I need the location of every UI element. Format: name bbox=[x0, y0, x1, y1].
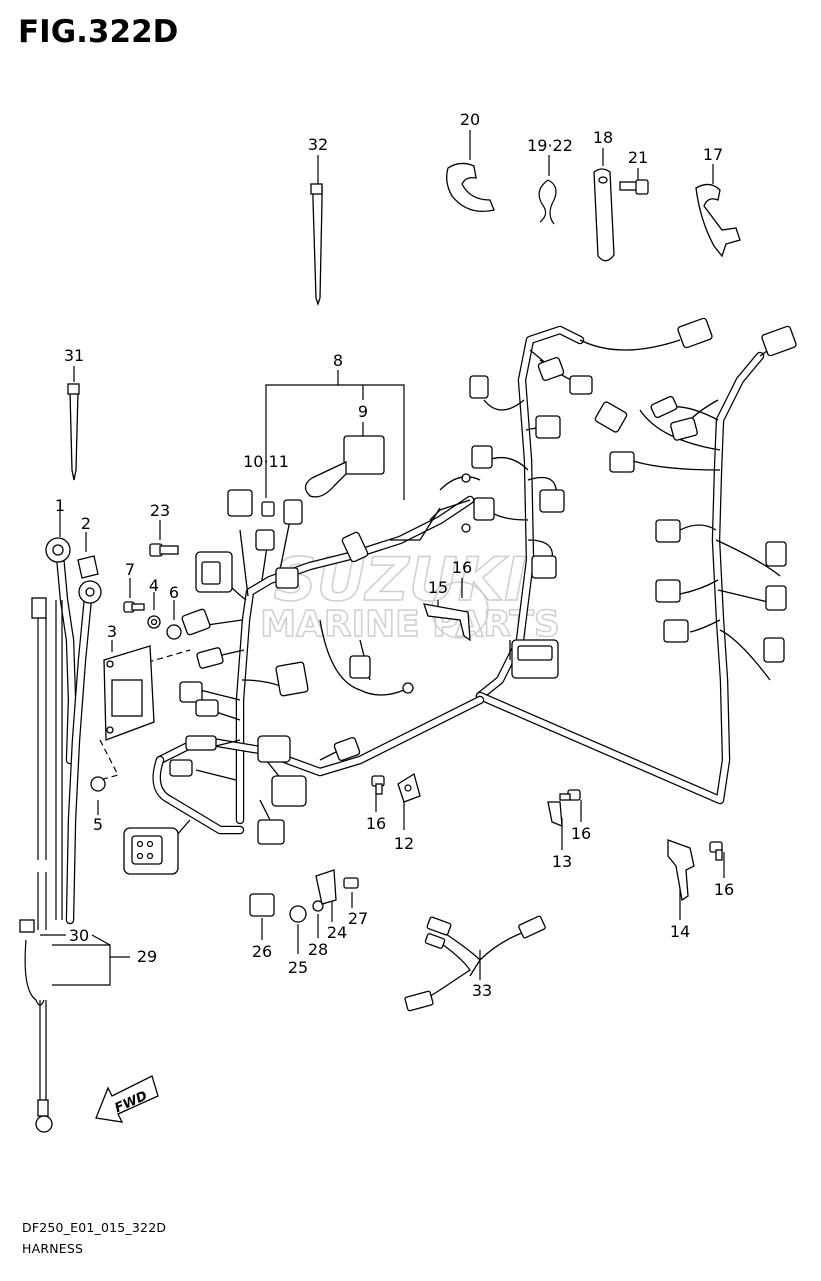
parts-small-group bbox=[249, 869, 359, 923]
fwd-arrow: FWD bbox=[95, 1075, 159, 1123]
callout-16-b: 16 bbox=[366, 814, 386, 833]
callout-5: 5 bbox=[93, 815, 103, 834]
part-sub-harness-33 bbox=[404, 915, 546, 1012]
leader-lines bbox=[40, 130, 725, 986]
callout-13: 13 bbox=[552, 852, 572, 871]
callout-16-a: 16 bbox=[452, 558, 472, 577]
callout-14: 14 bbox=[670, 922, 690, 941]
callout-19-22: 19·22 bbox=[527, 136, 573, 155]
parts-brackets-bolts bbox=[371, 772, 723, 902]
part-battery-cable-29 bbox=[19, 597, 63, 1133]
part-grommet-5 bbox=[90, 776, 106, 792]
figure-name: HARNESS bbox=[22, 1241, 84, 1256]
callout-18: 18 bbox=[593, 128, 613, 147]
part-strap-18 bbox=[593, 168, 615, 262]
callout-7: 7 bbox=[125, 560, 135, 579]
callout-12: 12 bbox=[394, 834, 414, 853]
callout-23: 23 bbox=[150, 501, 170, 520]
part-bracket-3 bbox=[103, 645, 155, 741]
callout-labels: 32 20 19·22 18 21 17 31 8 9 10·11 1 2 23… bbox=[55, 110, 734, 1000]
callout-9: 9 bbox=[358, 402, 368, 421]
callout-15: 15 bbox=[428, 578, 448, 597]
watermark-subtitle: MARINE PARTS bbox=[260, 604, 560, 645]
callout-28: 28 bbox=[308, 940, 328, 959]
part-clamp-20 bbox=[446, 162, 495, 213]
figure-code: DF250_E01_015_322D bbox=[22, 1220, 167, 1235]
callout-29: 29 bbox=[137, 947, 157, 966]
callout-20: 20 bbox=[460, 110, 480, 129]
watermark-brand: SUZUKI bbox=[274, 545, 527, 615]
part-nut-4 bbox=[147, 615, 161, 629]
part-bolt-23 bbox=[149, 543, 179, 557]
part-grommet-6 bbox=[166, 624, 182, 640]
callout-8: 8 bbox=[333, 351, 343, 370]
callout-17: 17 bbox=[703, 145, 723, 164]
part-bolt-21 bbox=[619, 179, 649, 195]
part-washer-2 bbox=[77, 555, 99, 579]
callout-27: 27 bbox=[348, 909, 368, 928]
callout-1: 1 bbox=[55, 496, 65, 515]
watermark: SUZUKI MARINE PARTS bbox=[259, 544, 560, 646]
part-relay-9 bbox=[304, 435, 385, 498]
callout-32: 32 bbox=[308, 135, 328, 154]
part-cable-tie-31 bbox=[67, 383, 80, 481]
callout-3: 3 bbox=[107, 622, 117, 641]
callout-33: 33 bbox=[472, 981, 492, 1000]
callout-6: 6 bbox=[169, 583, 179, 602]
callout-16-c: 16 bbox=[571, 824, 591, 843]
callout-30: 30 bbox=[69, 926, 89, 945]
part-cable-tie-32 bbox=[310, 183, 323, 307]
figure-title: FIG.322D bbox=[18, 14, 179, 50]
part-clip-19-22 bbox=[538, 179, 557, 225]
part-bolt-7 bbox=[123, 601, 145, 613]
callout-10-11: 10·11 bbox=[243, 452, 289, 471]
part-cable-30 bbox=[65, 580, 102, 925]
callout-24: 24 bbox=[327, 923, 347, 942]
callout-21: 21 bbox=[628, 148, 648, 167]
callout-25: 25 bbox=[288, 958, 308, 977]
harness-connectors bbox=[123, 317, 797, 875]
part-clamp-17 bbox=[695, 183, 741, 258]
callout-16-d: 16 bbox=[714, 880, 734, 899]
part-ground-cable-1 bbox=[45, 537, 77, 765]
callout-26: 26 bbox=[252, 942, 272, 961]
callout-4: 4 bbox=[149, 576, 159, 595]
callout-2: 2 bbox=[81, 514, 91, 533]
callout-31: 31 bbox=[64, 346, 84, 365]
